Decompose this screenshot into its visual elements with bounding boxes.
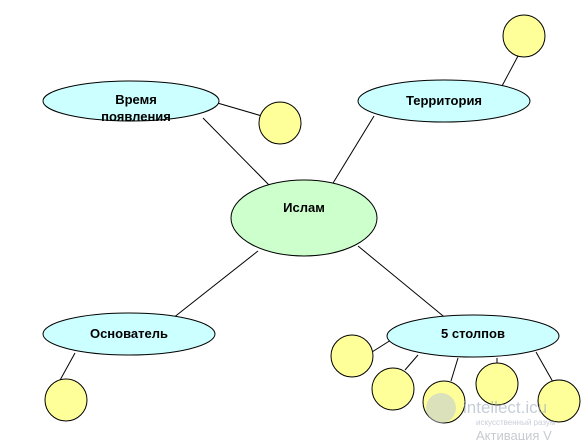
line-center-to-time	[202, 117, 271, 187]
watermark-logo-icon	[426, 393, 456, 423]
line-center-to-territory	[329, 115, 375, 189]
branch-ellipse-time	[42, 80, 220, 122]
connector-lines	[58, 55, 554, 383]
leaf-circle-pillar-2	[371, 367, 415, 411]
branch-ellipse-territory	[357, 79, 531, 123]
line-pillars-to-leaf-5	[535, 351, 554, 383]
watermark-brand: intellect.icu	[463, 398, 547, 417]
watermark-tagline: искусственный разум	[476, 418, 555, 427]
leaf-circle-founder	[44, 378, 88, 422]
time-label-line1: Время	[115, 92, 157, 107]
line-founder-to-leaf	[58, 352, 76, 383]
branch-ellipse-pillars	[386, 314, 560, 358]
line-center-to-pillars	[357, 245, 449, 321]
branch-ellipse-founder	[42, 312, 216, 356]
line-time-to-leaf	[213, 101, 263, 117]
center-ellipse	[230, 179, 378, 257]
leaf-circle-pillar-4	[475, 362, 519, 406]
leaf-circle-pillar-5	[537, 379, 581, 423]
pillars-label: 5 столпов	[441, 326, 505, 341]
line-pillars-to-leaf-3	[450, 357, 459, 382]
line-center-to-founder	[167, 250, 259, 323]
leaf-circle-pillar-1	[330, 334, 374, 378]
center-label: Ислам	[283, 200, 325, 215]
leaf-circle-territory	[502, 14, 546, 58]
line-territory-to-leaf	[501, 55, 519, 87]
watermark-activation: Активация V	[476, 428, 552, 440]
watermark: intellect.icu искусственный разум Актива…	[426, 393, 555, 440]
territory-label: Территория	[406, 93, 482, 108]
founder-label: Основатель	[90, 326, 168, 341]
leaf-circle-time	[258, 101, 302, 145]
line-pillars-to-leaf-2	[404, 354, 419, 371]
line-pillars-to-leaf-1	[371, 339, 392, 353]
time-label-line2: появления	[101, 109, 171, 124]
